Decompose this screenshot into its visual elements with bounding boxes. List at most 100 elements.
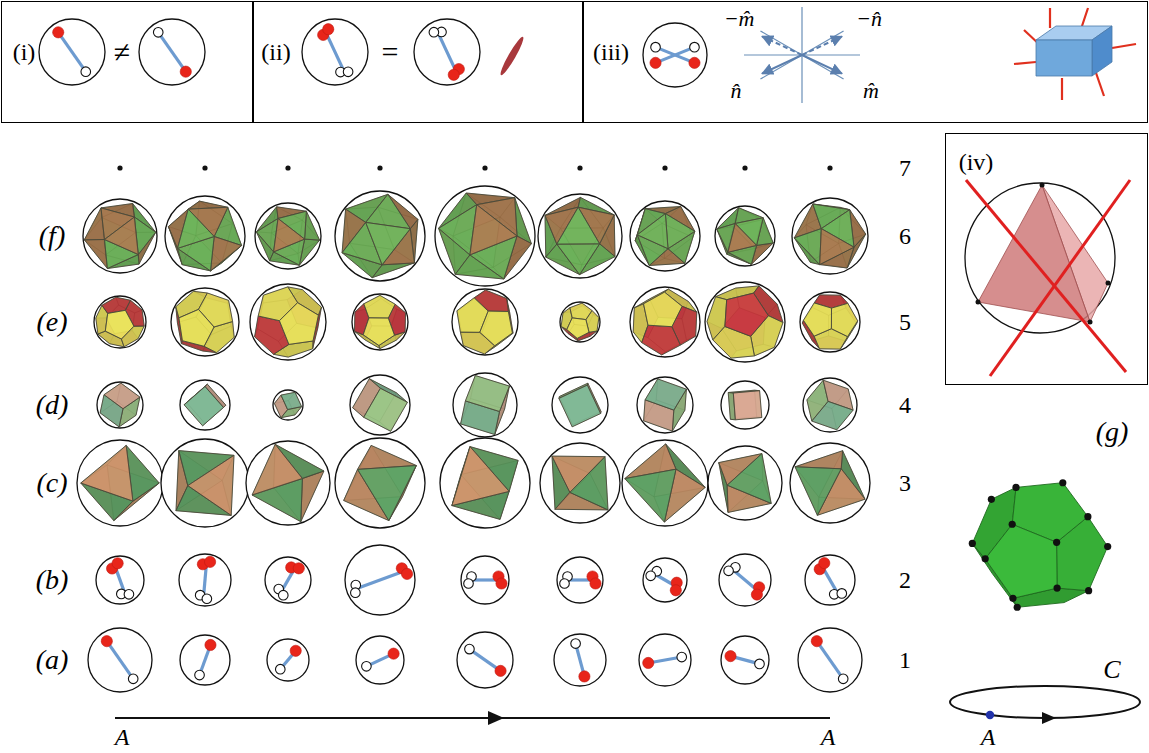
- panel-label: (i): [13, 40, 36, 64]
- enclosing-circle: [352, 294, 408, 350]
- enclosing-circle: [452, 289, 518, 355]
- icosahedron-figure: [342, 194, 418, 277]
- path-axis: [115, 686, 1140, 725]
- open-end: [429, 27, 439, 37]
- cube-face: [812, 401, 853, 429]
- dodecahedron-face: [480, 311, 513, 346]
- icosahedron-face: [211, 237, 242, 271]
- dipole-rod: [107, 641, 133, 679]
- enclosing-circle: [335, 438, 425, 528]
- icosahedron-back-face: [84, 240, 107, 269]
- octahedron-figure: [452, 447, 518, 520]
- icosahedron-face: [84, 240, 107, 269]
- cube-figure: [559, 383, 601, 427]
- enclosing-circle: [708, 446, 782, 520]
- row-number: 5: [899, 310, 911, 334]
- vector-label: −m̂: [724, 8, 755, 30]
- octahedron-face: [570, 457, 608, 510]
- panel-box: (ii) =: [253, 1, 583, 123]
- octahedron-face: [452, 447, 509, 506]
- vertex-dot: [1106, 281, 1111, 286]
- red-stick: [1112, 44, 1136, 48]
- direction-arrowhead: [488, 711, 504, 725]
- cube-figure: [184, 384, 226, 426]
- icosahedron-figure: [545, 197, 615, 274]
- cube-face: [281, 392, 302, 409]
- row-letter: (a): [36, 646, 69, 674]
- dot-marker: [482, 165, 487, 170]
- open-end: [202, 594, 212, 604]
- dodecahedron-face: [179, 309, 214, 346]
- icosahedron-face: [305, 211, 320, 240]
- enclosing-circle: [39, 19, 105, 85]
- open-end: [651, 42, 661, 52]
- cube-figure: [100, 383, 140, 427]
- enclosing-circle: [250, 284, 326, 360]
- dodecahedron-face: [642, 325, 681, 355]
- open-end: [128, 674, 138, 684]
- octahedron-figure: [81, 445, 159, 520]
- red-end: [53, 27, 64, 38]
- enclosing-circle: [180, 380, 230, 430]
- row-letter: (d): [36, 391, 69, 419]
- vertex-dot: [1009, 521, 1016, 528]
- vertex-dot: [1040, 183, 1045, 188]
- vertex-dot: [976, 300, 981, 305]
- red-stick: [1061, 78, 1063, 100]
- enclosing-circle: [637, 377, 693, 433]
- panel-label: (ii): [261, 40, 290, 64]
- relation-symbol: =: [382, 37, 399, 67]
- cube-figure: [353, 379, 408, 432]
- tetrahedron-panel-art: [965, 180, 1130, 376]
- vertex-dot: [969, 540, 976, 547]
- panel-box: (iv): [945, 133, 1148, 385]
- row-number: 7: [899, 156, 911, 180]
- cube-figure: [807, 380, 853, 430]
- enclosing-circle: [171, 288, 239, 356]
- octahedron-figure: [252, 444, 324, 521]
- open-end: [278, 590, 288, 600]
- open-end: [560, 579, 570, 589]
- icosahedron-figure: [717, 208, 773, 265]
- octahedron-figure: [176, 451, 234, 516]
- enclosing-circle: [792, 198, 868, 274]
- icosahedron-figure: [256, 207, 319, 265]
- vertex-dot: [982, 555, 989, 562]
- vector-label: −n̂: [856, 8, 882, 30]
- cube-figure: [274, 392, 301, 417]
- enclosing-circle: [180, 635, 230, 685]
- enclosing-circle: [639, 634, 691, 686]
- open-end: [646, 571, 656, 581]
- point-label: A: [981, 725, 996, 749]
- enclosing-circle: [800, 292, 860, 352]
- enclosing-circle: [414, 19, 480, 85]
- icosahedron-face: [820, 229, 854, 265]
- red-end: [590, 578, 601, 589]
- dodecahedron-figure: [707, 286, 783, 358]
- enclosing-circle: [273, 390, 303, 420]
- dot-marker: [577, 165, 582, 170]
- enclosing-circle: [560, 302, 600, 342]
- octahedron-figure: [344, 445, 417, 520]
- dodecahedron-face: [644, 292, 683, 327]
- row-letter: (c): [36, 469, 67, 497]
- vertex-dot: [1053, 584, 1060, 591]
- open-end: [838, 674, 848, 684]
- open-end: [362, 662, 372, 672]
- red-end: [293, 563, 304, 574]
- red-end: [448, 69, 459, 80]
- octahedron-face: [795, 451, 843, 469]
- cuboid-figure: [1014, 8, 1136, 100]
- red-end: [112, 558, 123, 569]
- row-number: 2: [899, 568, 911, 592]
- dodecahedron-face: [831, 303, 857, 336]
- dipole-rod: [58, 32, 86, 71]
- cube-figure: [644, 379, 687, 431]
- icosahedron-figure: [794, 204, 865, 268]
- enclosing-circle: [350, 375, 410, 435]
- octahedron-face: [301, 471, 324, 522]
- red-stick: [1095, 70, 1104, 96]
- row-letter: (f): [39, 222, 65, 250]
- octahedron-figure: [552, 456, 608, 510]
- octahedron-face: [727, 454, 771, 504]
